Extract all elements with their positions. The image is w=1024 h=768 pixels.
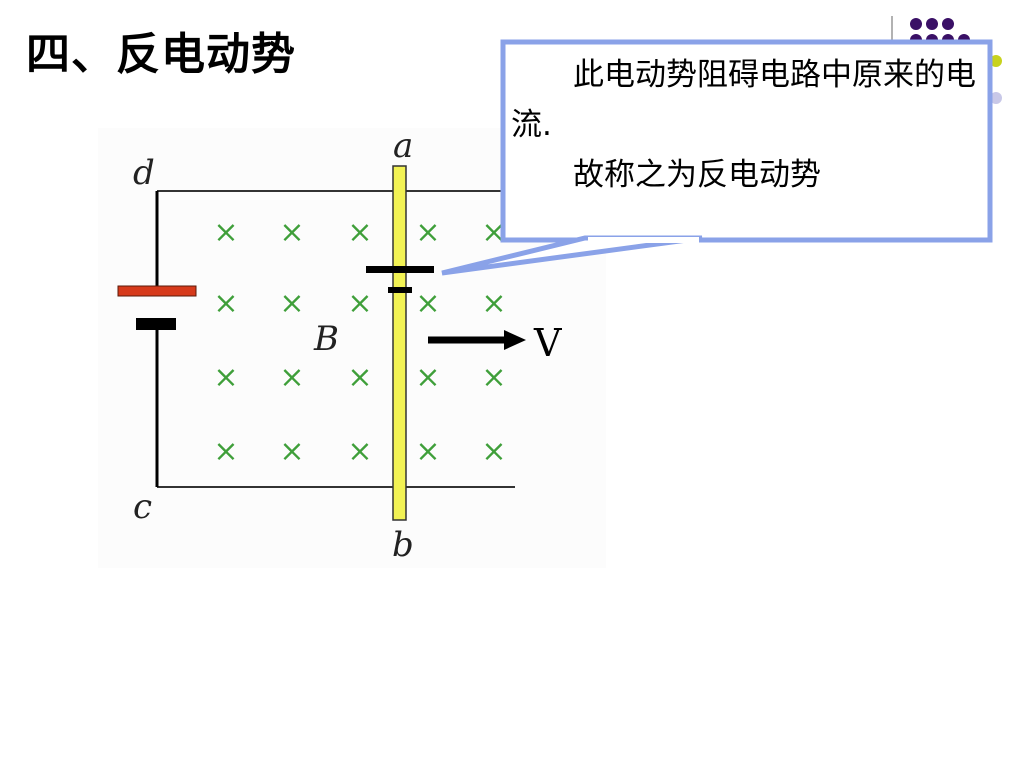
slide-title: 四、反电动势 xyxy=(26,29,296,80)
callout-text: 此电动势阻碍电路中原来的电流. 故称之为反电动势 xyxy=(511,50,981,200)
rod-emf-long-plate xyxy=(366,266,434,273)
field-mark: × xyxy=(279,360,304,395)
field-mark: × xyxy=(347,434,372,469)
field-mark: × xyxy=(347,215,372,250)
field-mark: × xyxy=(279,215,304,250)
field-mark: × xyxy=(347,360,372,395)
rod-emf-short-plate xyxy=(388,287,412,293)
field-mark: × xyxy=(415,286,440,321)
label-B: B xyxy=(313,319,339,359)
label-b: b xyxy=(392,525,414,565)
sliding-rod xyxy=(392,165,407,521)
field-mark: × xyxy=(213,360,238,395)
field-mark: × xyxy=(213,434,238,469)
label-a: a xyxy=(393,126,413,166)
field-mark: × xyxy=(415,360,440,395)
field-mark: × xyxy=(481,286,506,321)
velocity-label: V xyxy=(533,321,562,365)
callout-box xyxy=(500,39,993,243)
label-d: d xyxy=(133,153,155,193)
magnetic-field-marks: × × × × × × × × × × × × × × × × × × × × xyxy=(213,215,506,469)
battery-positive-plate xyxy=(117,285,197,297)
velocity-arrow-head xyxy=(504,330,526,350)
field-mark: × xyxy=(415,215,440,250)
field-mark: × xyxy=(213,286,238,321)
field-mark: × xyxy=(279,434,304,469)
battery-negative-plate xyxy=(136,318,176,330)
field-mark: × xyxy=(481,360,506,395)
callout-line-1: 此电动势阻碍电路中原来的电流. xyxy=(511,57,976,143)
field-mark: × xyxy=(213,215,238,250)
field-mark: × xyxy=(279,286,304,321)
field-mark: × xyxy=(347,286,372,321)
label-c: c xyxy=(133,487,152,527)
field-mark: × xyxy=(481,434,506,469)
callout-line-2: 故称之为反电动势 xyxy=(573,157,821,193)
field-mark: × xyxy=(415,434,440,469)
